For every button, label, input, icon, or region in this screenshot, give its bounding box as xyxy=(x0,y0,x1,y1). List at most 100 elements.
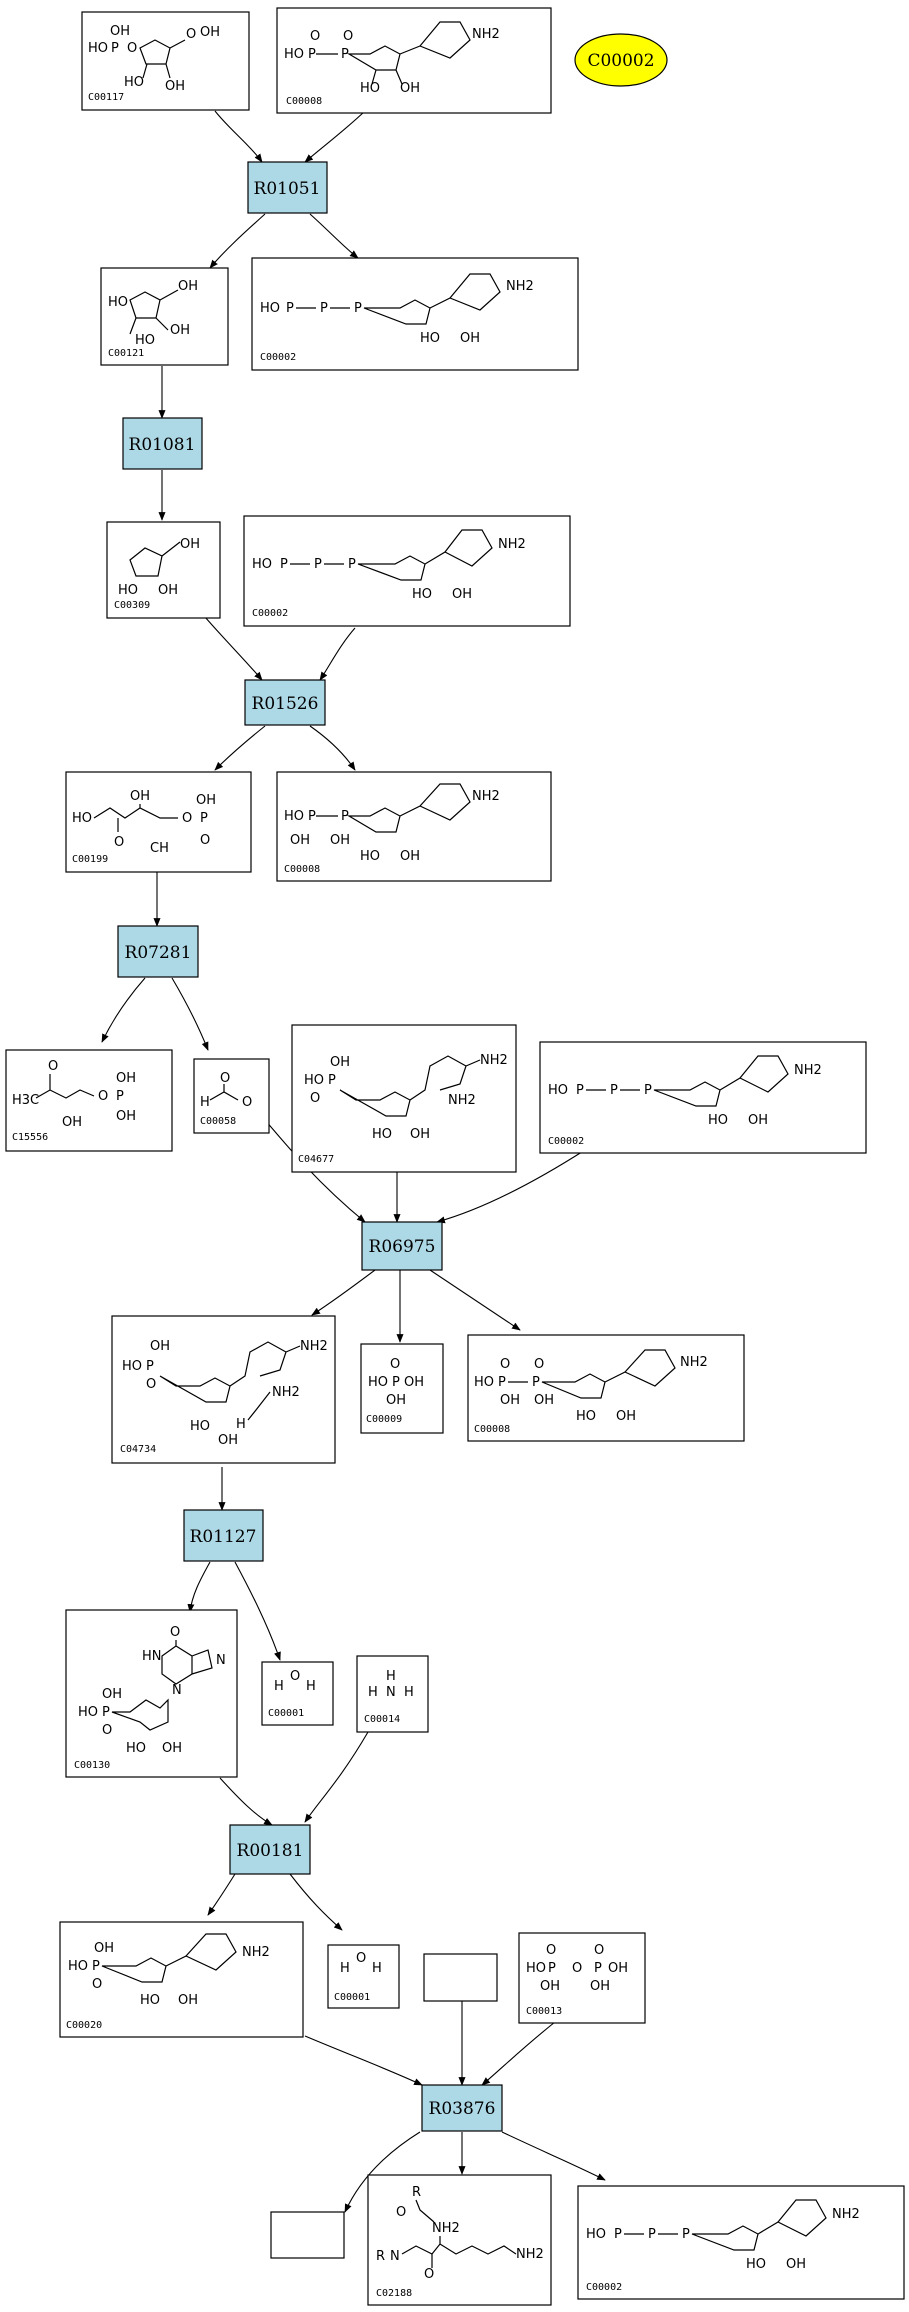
atom-label: NH2 xyxy=(242,1945,270,1960)
compound-C00130[interactable]: O HN N N HO P OH O HO OH C00130 xyxy=(65,1609,238,1778)
atom-label: OH xyxy=(170,323,190,338)
atom-label: P xyxy=(348,557,356,572)
compound-C00002[interactable]: HO P P P HO OH NH2 C00002 xyxy=(577,2185,905,2300)
atom-label: HO xyxy=(68,1959,88,1974)
compound-id: C00002 xyxy=(260,352,296,363)
atom-label: OH xyxy=(178,279,198,294)
atom-label: NH2 xyxy=(300,1339,328,1354)
atom-label: R xyxy=(376,2249,385,2264)
atom-label: OH xyxy=(460,331,480,346)
compound-C04677[interactable]: HO OH P O NH2 NH2 HO OH C04677 xyxy=(291,1024,517,1173)
reaction-label: R03876 xyxy=(429,2099,496,2119)
atom-label: HO xyxy=(576,1409,596,1424)
atom-label: HO xyxy=(124,75,144,90)
atom-label: OH xyxy=(200,25,220,40)
compound-C02188[interactable]: R O NH2 R N O NH2 C02188 xyxy=(367,2174,552,2306)
reaction-R01127[interactable]: R01127 xyxy=(183,1509,264,1562)
reaction-R06975[interactable]: R06975 xyxy=(361,1221,443,1271)
atom-label: NH2 xyxy=(480,1053,508,1068)
atom-label: HO xyxy=(708,1113,728,1128)
atom-label: CH xyxy=(150,841,169,856)
reaction-label: R01526 xyxy=(252,694,319,714)
atom-label: HO xyxy=(135,333,155,348)
reaction-R07281[interactable]: R07281 xyxy=(117,925,199,978)
compound-C00002[interactable]: HO P P P HO OH NH2 C00002 xyxy=(539,1041,867,1154)
atom-label: OH xyxy=(330,1055,350,1070)
atom-label: HO xyxy=(360,849,380,864)
atom-label: HO xyxy=(360,81,380,96)
atom-label: HO xyxy=(190,1419,210,1434)
empty-compound-box[interactable] xyxy=(270,2211,345,2259)
compound-id: C00014 xyxy=(364,1714,400,1725)
compound-C00001[interactable]: H O H C00001 xyxy=(327,1944,400,2009)
compound-C15556[interactable]: H3C O OH O P OH OH C15556 xyxy=(5,1049,173,1152)
atom-label: N xyxy=(172,1683,182,1698)
atom-label: P xyxy=(548,1961,556,1976)
atom-label: OH xyxy=(400,81,420,96)
compound-C00008[interactable]: HO P P O O HO OH NH2 C00008 xyxy=(276,7,552,114)
atom-label: P xyxy=(614,2227,622,2242)
compound-C00002[interactable]: HO P P P HO OH NH2 C00002 xyxy=(251,257,579,371)
atom-label: HO xyxy=(420,331,440,346)
atom-label: HO xyxy=(126,1741,146,1756)
compound-id: C00013 xyxy=(526,2006,562,2017)
atom-label: O xyxy=(127,41,137,56)
atom-label: HO xyxy=(252,557,272,572)
atom-label: P xyxy=(354,301,362,316)
atom-label: O xyxy=(390,1357,400,1372)
reaction-R01081[interactable]: R01081 xyxy=(122,417,203,470)
compound-C00121[interactable]: HO OH HO OH C00121 xyxy=(100,267,229,366)
atom-label: OH xyxy=(500,1393,520,1408)
atom-label: HO xyxy=(586,2227,606,2242)
atom-label: P xyxy=(308,809,316,824)
compound-C00058[interactable]: O H O C00058 xyxy=(193,1058,270,1134)
atom-label: OH xyxy=(534,1393,554,1408)
empty-compound-box[interactable] xyxy=(423,1953,498,2002)
reaction-label: R00181 xyxy=(237,1841,304,1861)
atom-label: P xyxy=(308,47,316,62)
atom-label: NH2 xyxy=(432,2221,460,2236)
atom-label: HO xyxy=(88,41,108,56)
atom-label: HO xyxy=(118,583,138,598)
compound-C00009[interactable]: O HO P OH OH C00009 xyxy=(360,1343,444,1434)
atom-label: R xyxy=(412,2185,421,2200)
atom-label: NH2 xyxy=(794,1063,822,1078)
atom-label: P xyxy=(576,1083,584,1098)
atom-label: OH xyxy=(386,1393,406,1408)
atom-label: OH xyxy=(178,1993,198,2008)
reaction-R00181[interactable]: R00181 xyxy=(229,1824,311,1875)
compound-C00014[interactable]: H H N H C00014 xyxy=(356,1655,429,1733)
reaction-R01526[interactable]: R01526 xyxy=(244,679,326,726)
compound-id: C00020 xyxy=(66,2020,102,2031)
atom-label: P xyxy=(532,1375,540,1390)
atom-label: NH2 xyxy=(472,789,500,804)
atom-label: O xyxy=(356,1951,366,1966)
atom-label: OH xyxy=(94,1941,114,1956)
compound-id: C00008 xyxy=(474,1424,510,1435)
compound-id: C00002 xyxy=(586,2282,622,2293)
compound-C00008[interactable]: HO P P OH OH HO OH NH2 C00008 xyxy=(276,771,552,882)
compound-C00013[interactable]: O O HO P O P OH OH OH C00013 xyxy=(518,1932,646,2024)
atom-label: OH xyxy=(404,1375,424,1390)
compound-C00309[interactable]: OH HO OH C00309 xyxy=(106,521,221,619)
reaction-R01051[interactable]: R01051 xyxy=(247,161,328,214)
highlight-compound[interactable]: C00002 xyxy=(574,33,668,87)
compound-C04734[interactable]: OH HO P O NH2 NH2 H HO OH C04734 xyxy=(111,1315,336,1464)
atom-label: P xyxy=(146,1359,154,1374)
reaction-label: R01051 xyxy=(254,179,321,199)
atom-label: HO xyxy=(72,811,92,826)
atom-label: O xyxy=(114,835,124,850)
compound-C00008[interactable]: HO P P O O OH OH HO OH NH2 C00008 xyxy=(467,1334,745,1442)
atom-label: P xyxy=(314,557,322,572)
atom-label: OH xyxy=(62,1115,82,1130)
compound-C00001[interactable]: H O H C00001 xyxy=(261,1661,334,1726)
reaction-R03876[interactable]: R03876 xyxy=(421,2084,503,2132)
atom-label: OH xyxy=(158,583,178,598)
compound-C00002[interactable]: HO P P P HO OH NH2 C00002 xyxy=(243,515,571,627)
compound-C00020[interactable]: HO P OH O HO OH NH2 C00020 xyxy=(59,1921,304,2038)
atom-label: OH xyxy=(410,1127,430,1142)
atom-label: HO xyxy=(122,1359,142,1374)
compound-C00199[interactable]: HO OH O CH O P OH O C00199 xyxy=(65,771,252,873)
compound-C00117[interactable]: HO P O OH O OH HO OH C00117 xyxy=(81,11,250,111)
atom-label: P xyxy=(392,1375,400,1390)
